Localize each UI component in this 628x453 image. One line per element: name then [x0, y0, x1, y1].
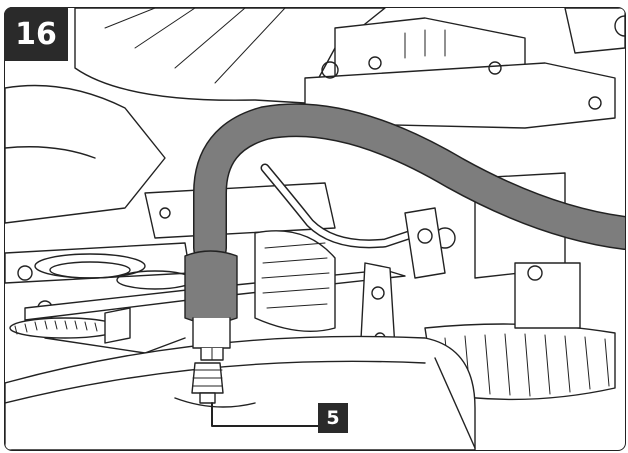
figure-frame	[4, 7, 626, 451]
hose	[193, 103, 625, 265]
cutting-deck	[5, 335, 476, 450]
step-number-badge: 16	[4, 7, 68, 61]
mower-underside-drawing	[5, 8, 625, 450]
chassis-plate	[5, 8, 386, 224]
callout-label: 5	[318, 403, 348, 433]
callout-number: 5	[326, 407, 340, 429]
hose-sleeve	[184, 250, 238, 361]
steel-tube	[260, 163, 420, 249]
tyre	[254, 230, 616, 401]
grease-fitting	[191, 362, 224, 404]
gear	[9, 307, 186, 354]
engine-housing	[304, 8, 625, 129]
callout-leader-line	[211, 402, 320, 427]
step-number: 16	[15, 16, 57, 52]
